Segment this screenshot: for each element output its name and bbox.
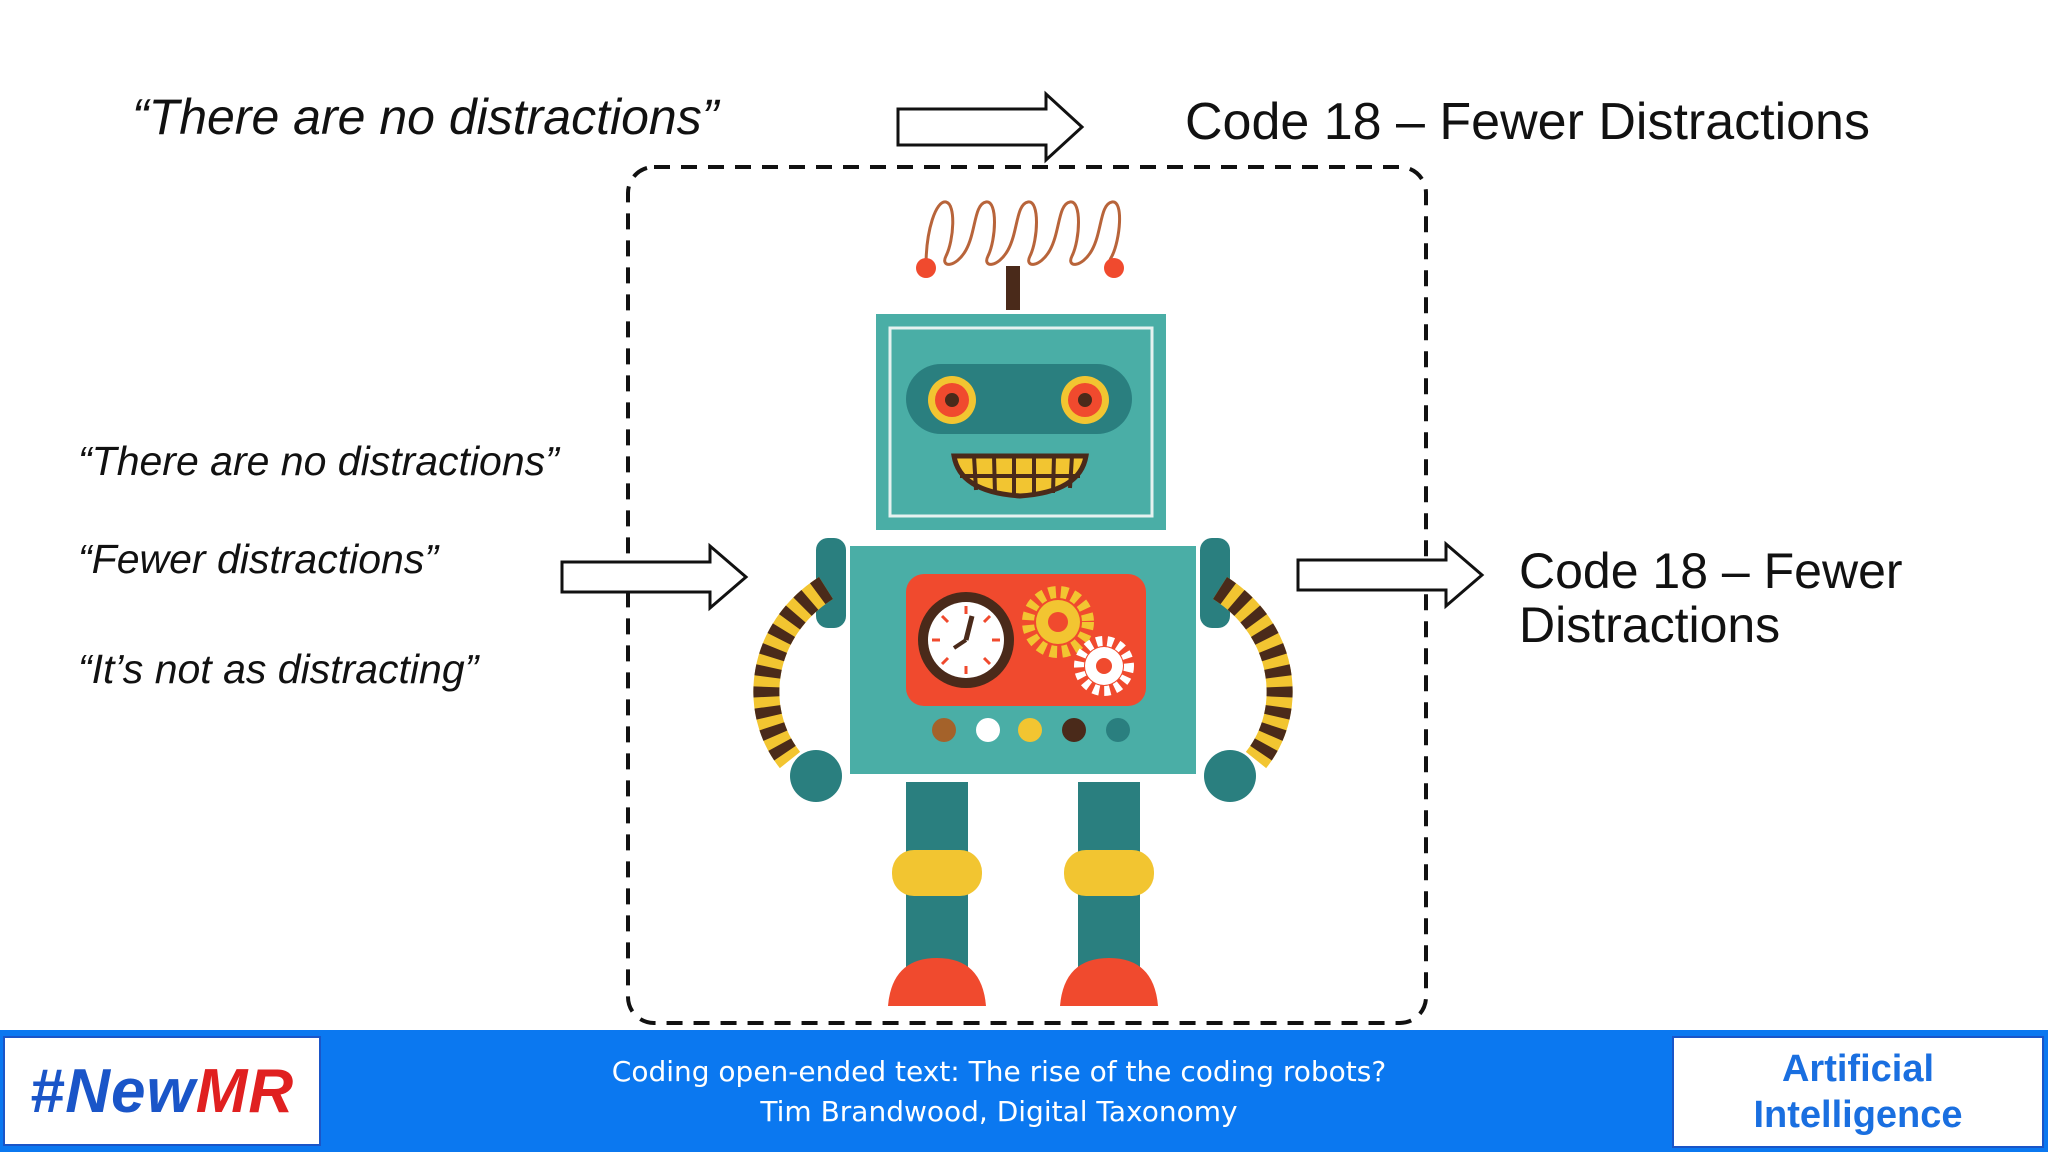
ai-badge-line1: Artificial — [1781, 1048, 1935, 1090]
top-arrow-icon — [896, 90, 1085, 164]
top-quote: “There are no distractions” — [132, 89, 719, 145]
footer-subtitle-line: Tim Brandwood, Digital Taxonomy — [760, 1095, 1238, 1128]
quote-item: “It’s not as distracting” — [78, 646, 479, 692]
quote-item: “Fewer distractions” — [78, 536, 438, 582]
logo-mr-text: MR — [195, 1056, 295, 1126]
footer-bar: #NewMR Coding open-ended text: The rise … — [0, 1030, 2048, 1152]
newmr-logo: #NewMR — [3, 1036, 321, 1146]
footer-title-line: Coding open-ended text: The rise of the … — [611, 1055, 1387, 1088]
ai-badge: Artificial Intelligence — [1672, 1036, 2044, 1148]
input-arrow-icon — [560, 542, 749, 612]
logo-hash-text: #New — [29, 1056, 196, 1126]
right-code-label: Code 18 – Fewer Distractions — [1519, 543, 1903, 653]
dashed-robot-frame — [626, 165, 1428, 1025]
footer-title: Coding open-ended text: The rise of the … — [330, 1052, 1668, 1132]
ai-badge-line2: Intelligence — [1753, 1094, 1963, 1136]
quote-item: “There are no distractions” — [78, 438, 559, 484]
antenna-spring — [924, 200, 1122, 270]
output-arrow-icon — [1296, 540, 1485, 610]
top-code-label: Code 18 – Fewer Distractions — [1185, 93, 1870, 151]
robot-illustration — [753, 200, 1293, 1006]
